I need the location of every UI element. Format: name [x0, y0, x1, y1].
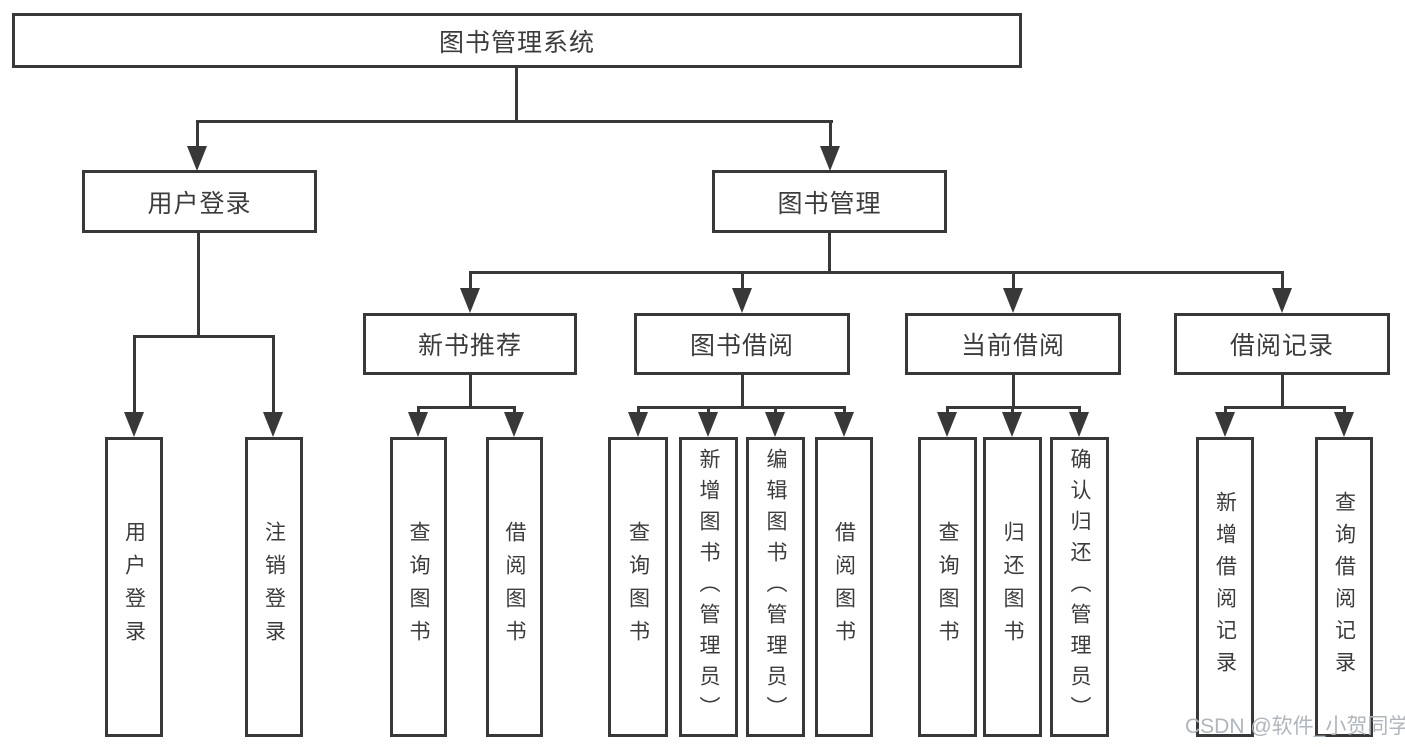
connector-group-stem	[1012, 375, 1015, 408]
arrow-down-icon	[408, 412, 428, 437]
connector-leaf-stem	[946, 406, 949, 416]
node-book-borrow: 图书借阅	[634, 313, 850, 375]
connector-leaf-stem	[1011, 406, 1014, 416]
arrow-down-icon	[1069, 412, 1089, 437]
leaf-edit-books-admin: 编辑图书（管理员）	[746, 437, 805, 737]
connector-l3-stem	[1281, 271, 1284, 291]
connector-group-stem	[469, 375, 472, 408]
leaf-query-borrow-record: 查询借阅记录	[1315, 437, 1373, 737]
connector-group-stem	[1281, 375, 1284, 408]
connector-book-mgmt-stem	[829, 120, 832, 148]
connector-user-branch-hline	[133, 335, 275, 338]
arrow-down-icon	[504, 412, 524, 437]
arrow-down-icon	[765, 412, 785, 437]
arrow-down-icon	[820, 146, 840, 171]
connector-leaf-stem	[843, 406, 846, 416]
connector-leaf-stem	[513, 406, 516, 416]
connector-level2-hline	[196, 120, 833, 123]
leaf-borrow-books-recommend: 借阅图书	[486, 437, 543, 737]
connector-l3-stem	[1012, 271, 1015, 291]
connector-mgmt-stem	[828, 233, 831, 274]
node-user-login: 用户登录	[82, 170, 317, 233]
connector-user-branch-stem	[197, 233, 200, 338]
connector-group-hline	[1224, 406, 1346, 409]
arrow-down-icon	[628, 412, 648, 437]
watermark: CSDN @软件_小贺同学	[1185, 715, 1405, 738]
arrow-down-icon	[1215, 412, 1235, 437]
connector-leaf-stem	[1224, 406, 1227, 416]
connector-leaf-stem	[1343, 406, 1346, 416]
connector-leaf-stem	[272, 335, 275, 415]
arrow-down-icon	[187, 146, 207, 171]
connector-leaf-stem	[774, 406, 777, 416]
leaf-query-books-recommend: 查询图书	[390, 437, 447, 737]
leaf-query-books-current: 查询图书	[918, 437, 977, 737]
arrow-down-icon	[1003, 288, 1023, 313]
connector-root-stem	[515, 68, 518, 122]
arrow-down-icon	[124, 412, 144, 437]
connector-l3-stem	[741, 271, 744, 291]
connector-leaf-stem	[637, 406, 640, 416]
connector-level3-hline	[469, 271, 1284, 274]
arrow-down-icon	[1334, 412, 1354, 437]
arrow-down-icon	[937, 412, 957, 437]
connector-leaf-stem	[1078, 406, 1081, 416]
connector-user-login-stem	[196, 120, 199, 148]
node-borrow-records: 借阅记录	[1174, 313, 1390, 375]
leaf-borrow-books: 借阅图书	[815, 437, 873, 737]
arrow-down-icon	[1002, 412, 1022, 437]
arrow-down-icon	[732, 288, 752, 313]
connector-group-hline	[637, 406, 846, 409]
connector-leaf-stem	[133, 335, 136, 415]
arrow-down-icon	[263, 412, 283, 437]
leaf-confirm-return-admin: 确认归还（管理员）	[1050, 437, 1109, 737]
leaf-add-books-admin: 新增图书（管理员）	[679, 437, 738, 737]
connector-leaf-stem	[417, 406, 420, 416]
node-current-borrow: 当前借阅	[905, 313, 1121, 375]
connector-l3-stem	[469, 271, 472, 291]
connector-leaf-stem	[707, 406, 710, 416]
leaf-logout: 注销登录	[245, 437, 303, 737]
arrow-down-icon	[460, 288, 480, 313]
leaf-return-books: 归还图书	[983, 437, 1042, 737]
leaf-add-borrow-record: 新增借阅记录	[1196, 437, 1254, 737]
node-root: 图书管理系统	[12, 13, 1022, 68]
leaf-query-books-borrow: 查询图书	[608, 437, 668, 737]
arrow-down-icon	[1272, 288, 1292, 313]
node-book-management: 图书管理	[712, 170, 947, 233]
connector-group-stem	[741, 375, 744, 408]
arrow-down-icon	[698, 412, 718, 437]
arrow-down-icon	[834, 412, 854, 437]
node-new-book-recommend: 新书推荐	[363, 313, 577, 375]
connector-group-hline	[417, 406, 516, 409]
leaf-user-login: 用户登录	[105, 437, 163, 737]
